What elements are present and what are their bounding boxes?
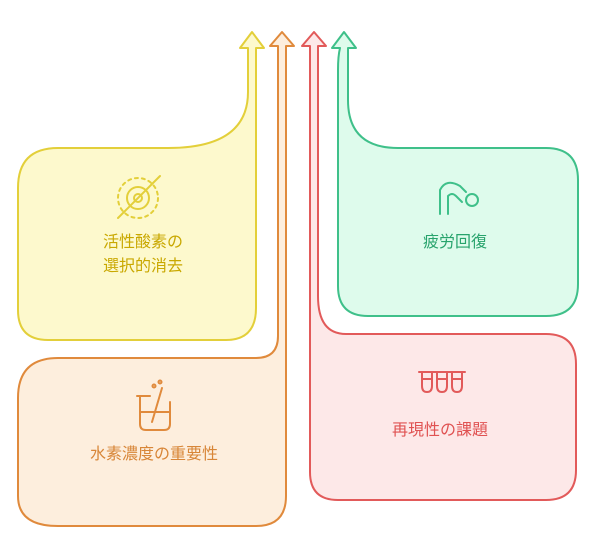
active-oxygen-label-line2: 選択的消去 xyxy=(102,256,183,275)
active-oxygen-card xyxy=(17,31,265,341)
test-tubes-icon xyxy=(418,371,466,393)
concentration-card xyxy=(17,31,295,527)
reproducibility-card xyxy=(301,31,577,501)
no-target-icon xyxy=(117,175,161,219)
stretching-person-icon xyxy=(439,181,479,215)
reproducibility-label: 再現性の課題 xyxy=(391,420,488,439)
beaker-icon xyxy=(136,379,171,431)
active-oxygen-label: 活性酸素の 選択的消去 xyxy=(48,230,238,278)
fatigue-label: 疲労回復 xyxy=(422,232,487,251)
fatigue-card xyxy=(331,31,579,317)
active-oxygen-label-line1: 活性酸素の xyxy=(102,232,183,251)
concentration-label: 水素濃度の重要性 xyxy=(89,444,218,463)
